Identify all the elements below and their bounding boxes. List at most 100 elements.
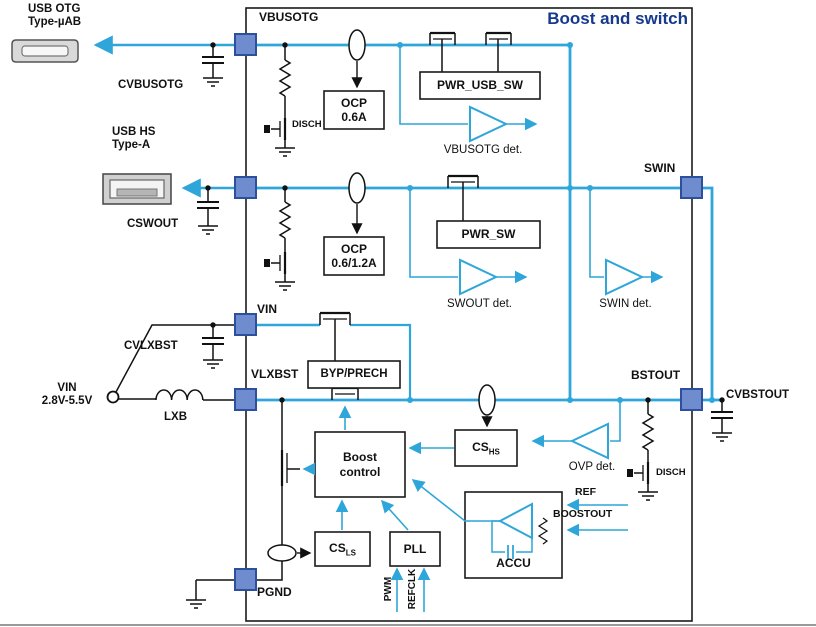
block-pll [389,531,441,567]
usb-hs-label-line1: USB HS [112,126,156,138]
boost-nmos [256,400,300,581]
signal-lines [302,45,664,612]
ovp-det-label: OVP det. [568,461,616,473]
accu-text: ACCU [496,555,531,570]
usb-switch-fets [429,31,512,72]
usb-otg-connector-label: USB OTG Type-µAB [28,3,81,29]
block-ocp-sw [323,236,385,276]
sw-switch-fet [447,174,479,221]
usb-hs-label-line2: Type-A [112,139,151,152]
ocp-sw-text: OCP 0.6/1.2A [324,237,384,275]
pin-label-bstout: BSTOUT [631,368,681,382]
pin-swout-square [234,176,257,199]
block-byp-prech [307,360,401,389]
ocp-usb-line2: 0.6A [341,110,367,124]
pin-bstout-square [680,388,703,411]
block-ocp-usb [323,90,385,130]
sensor-csls [267,544,297,562]
current-sensors [267,29,496,562]
pin-vlxbst-square [234,388,257,411]
sensor-arrows [297,61,493,559]
cs-ls-inner: CSLS [329,541,356,558]
usb-otg-connector-icon [11,39,79,63]
capacitor-cvlxbst [202,325,224,369]
pin-swin-square [680,176,703,199]
accu-opamp [497,502,533,540]
pin-label-swin: SWIN [644,161,676,175]
block-pwr-usb-sw [419,71,541,100]
swin-det-label: SWIN det. [599,298,652,310]
cs-ls-text: CSLS [315,532,370,566]
pin-label-vbusotg: VBUSOTG [259,10,319,24]
diagram-title: Boost and switch [547,9,688,28]
discharge-branch-bstout [627,400,658,501]
boost-control-line1: Boost [343,450,377,465]
pin-label-vlxbst: VLXBST [251,367,299,381]
pwm-label: PWM [382,576,394,602]
cvbstout-label: CVBSTOUT [726,389,790,401]
usb-hs-connector-label: USB HS Type-A [112,126,155,152]
capacitor-cswout [197,188,219,235]
vbusotg-det-label: VBUSOTG det. [443,144,523,156]
comparator-ovp-det [569,422,609,460]
comparators [459,105,645,460]
ocp-sw-line2: 0.6/1.2A [331,256,377,270]
capacitor-cvbusotg [202,45,224,87]
boost-control-text: Boost control [315,432,405,497]
pin-label-vin: VIN [257,302,278,316]
pin-pgnd-square [234,568,257,591]
pin-label-pgnd: PGND [257,585,292,599]
block-cs-ls [314,531,371,567]
power-rails [93,35,722,402]
accu-internals [491,502,549,559]
ref-label: REF [575,486,596,498]
ocp-usb-line1: OCP [340,95,367,110]
block-cs-hs [454,429,518,467]
pin-vin-square [234,313,257,336]
block-boxes [307,71,563,579]
ocp-sw-line1: OCP [340,241,367,256]
sync-fet [331,386,359,400]
usb-a-connector-icon [102,173,172,205]
passive-components [106,31,733,609]
ic-pins [234,33,703,591]
disch-usb-label: DISCH [292,119,322,130]
lxb-label: LXB [164,411,187,423]
cswout-label: CSWOUT [127,218,179,230]
pgnd-ground [186,579,235,609]
sensor-vbusotg [348,29,366,61]
boostout-label: BOOSTOUT [553,508,613,520]
cs-hs-text: CSHS [455,430,517,466]
bypass-fet [319,311,351,361]
junction-dots [205,42,725,403]
boost-control-line2: control [339,464,381,479]
vin-source-line2: 2.8V-5.5V [41,395,93,408]
block-accu [464,491,563,579]
pwr-usb-sw-text: PWR_USB_SW [436,78,523,93]
cs-ls-sub: LS [345,547,356,557]
vin-source-label: VIN 2.8V-5.5V [30,382,104,408]
cs-hs-main: CS [472,439,489,454]
ocp-usb-text: OCP 0.6A [324,91,384,129]
discharge-branch-swout [264,188,295,291]
disch-bst-label: DISCH [656,467,686,478]
swout-det-label: SWOUT det. [447,298,512,310]
vin-source-line1: VIN [57,382,77,394]
block-pwr-sw [436,220,541,249]
usb-otg-label-line2: Type-µAB [28,16,82,29]
usb-otg-label-line1: USB OTG [28,3,81,15]
capacitor-cvbstout [711,400,733,442]
vin-terminal [106,390,120,404]
cs-hs-inner: CSHS [472,440,500,457]
pwr-sw-text: PWR_SW [461,227,516,242]
pin-vbusotg-square [234,33,257,56]
sensor-swout [348,172,366,204]
refclk-label: REFCLK [406,568,418,610]
pll-text: PLL [403,541,427,556]
discharge-branch-vbusotg [264,45,295,157]
comparator-swout-det [459,258,499,296]
inductor-lxb [155,389,204,401]
cvlxbst-label: CVLXBST [124,340,178,352]
